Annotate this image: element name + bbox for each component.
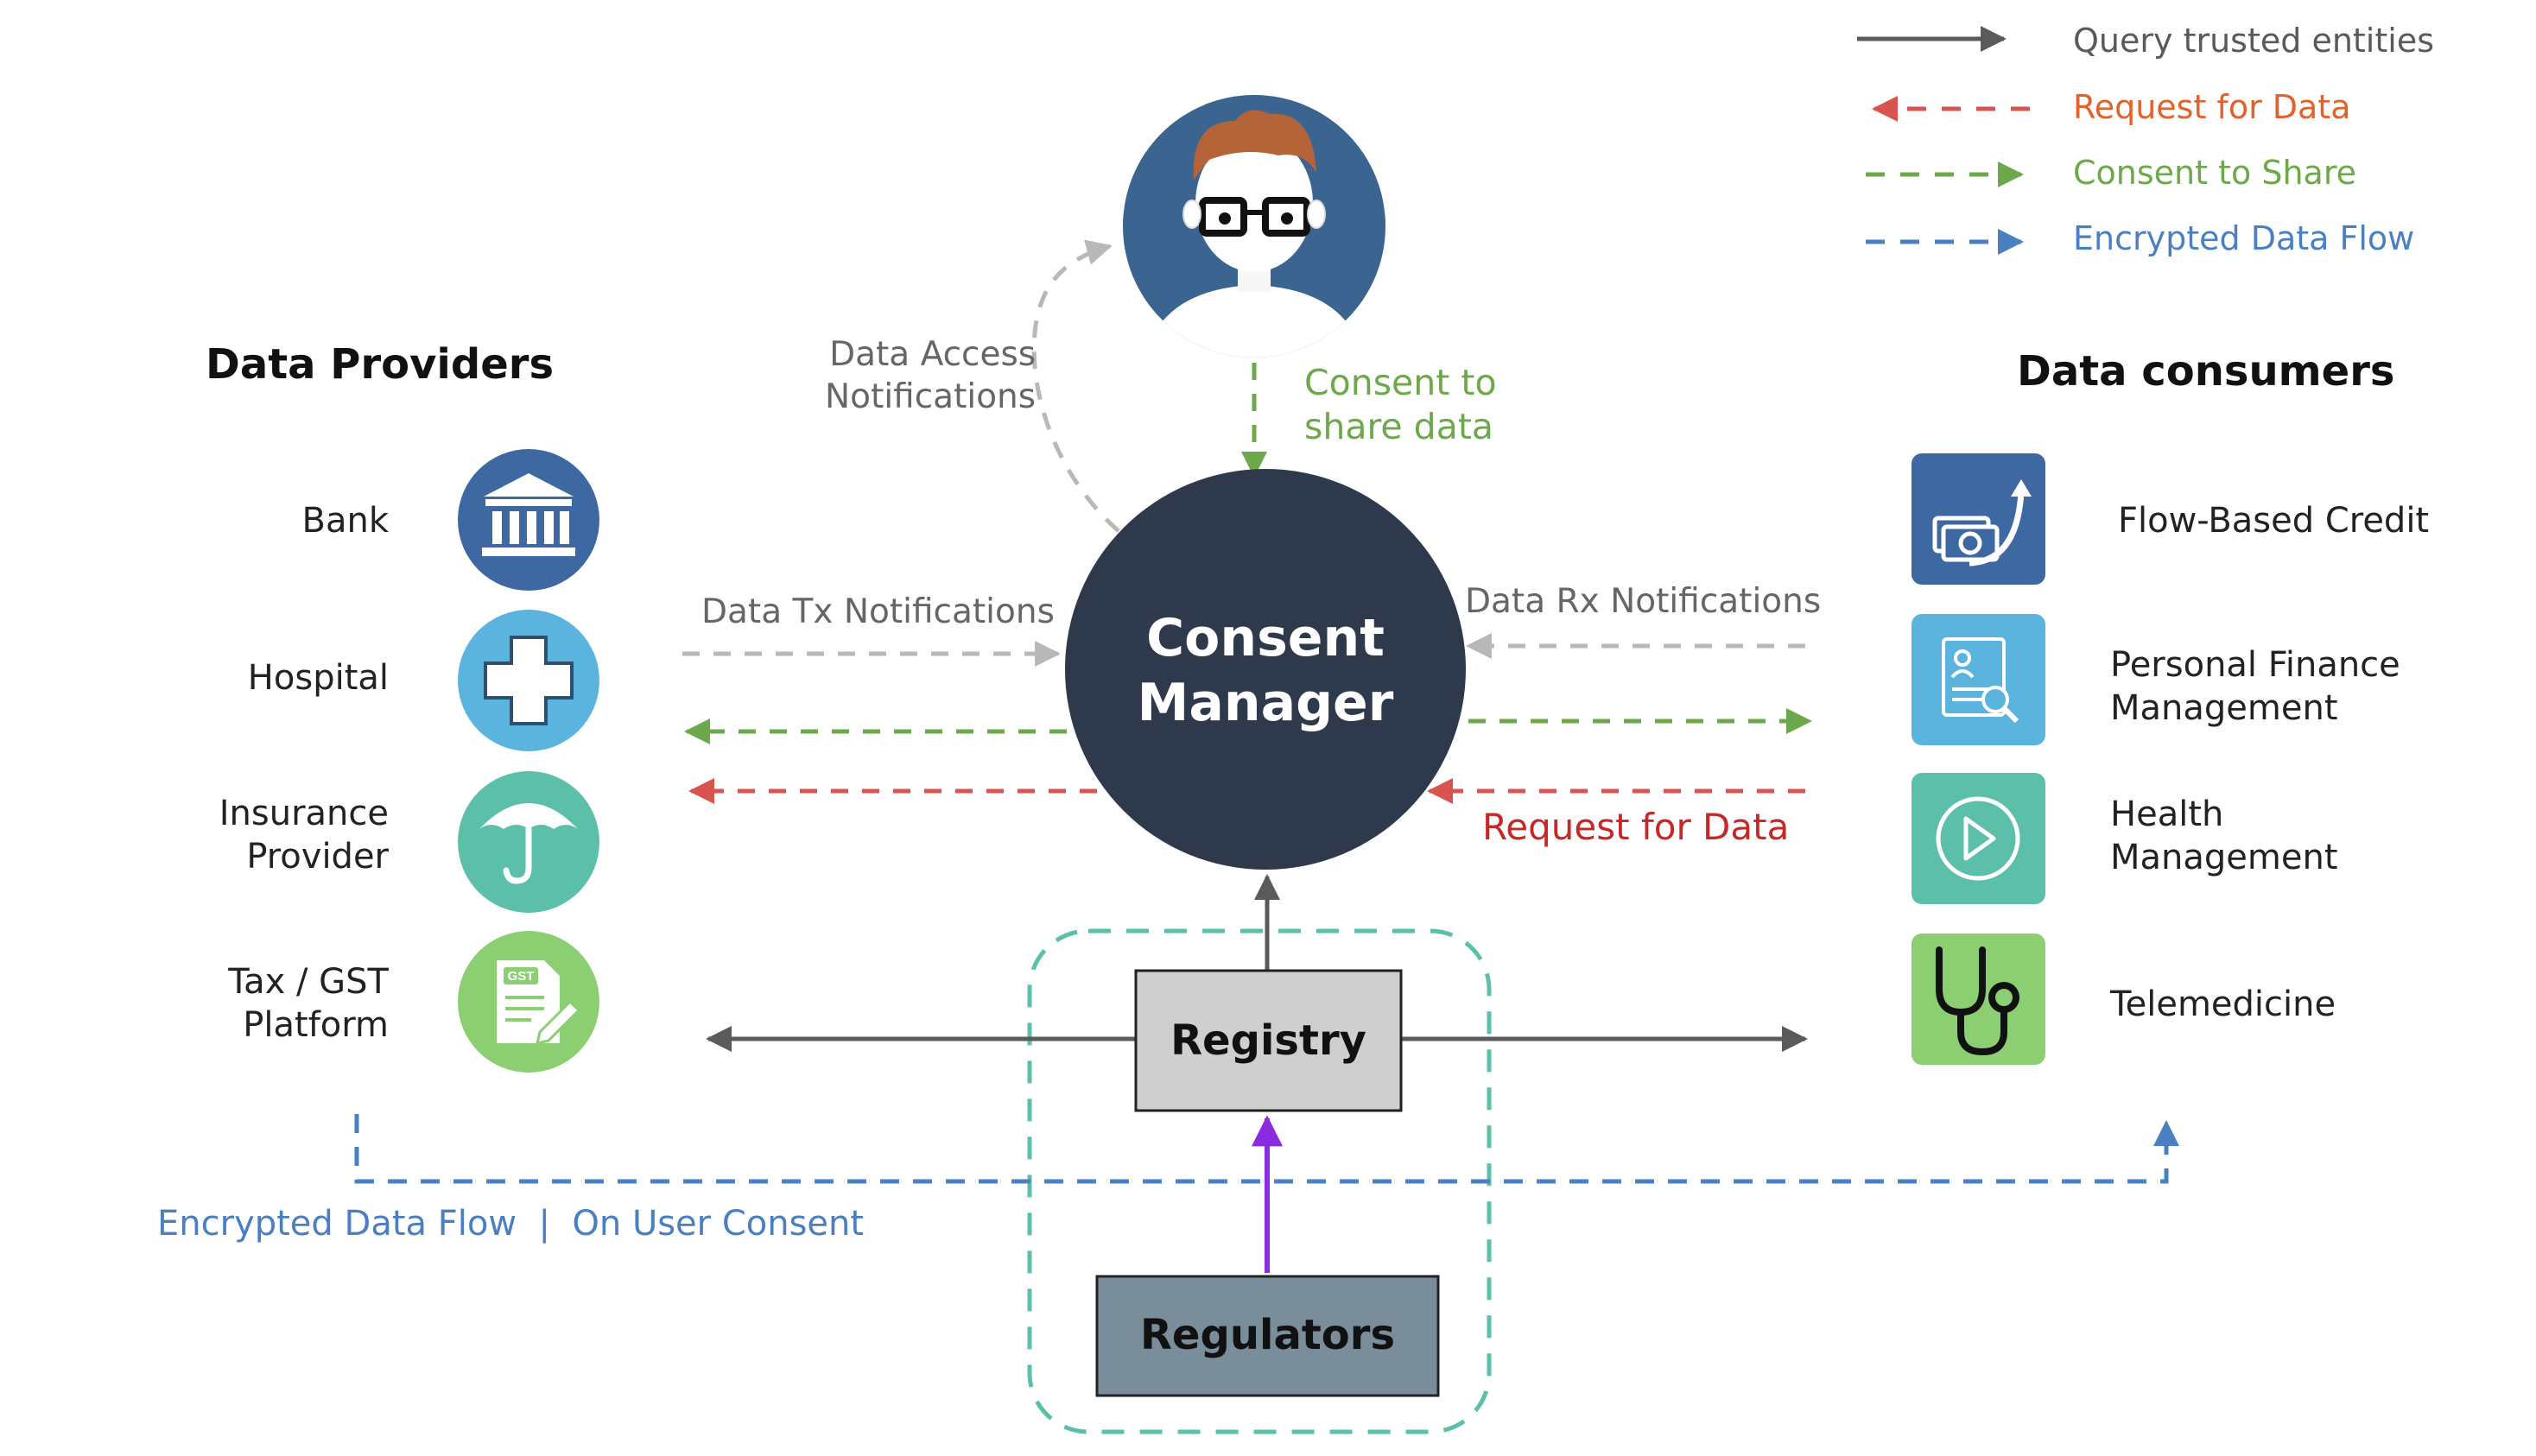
legend-label-consent: Consent to Share xyxy=(2073,154,2356,192)
data-access-label: Data Access Notifications xyxy=(825,335,1037,416)
consumer-label-credit: Flow-Based Credit xyxy=(2118,501,2430,541)
gst-document-icon: GST xyxy=(497,960,581,1046)
profile-search-icon xyxy=(1942,637,2019,724)
bank-icon xyxy=(482,473,575,556)
registry-label: Registry xyxy=(1170,1016,1366,1065)
legend-label-request: Request for Data xyxy=(2073,88,2351,126)
consumer-telemedicine xyxy=(1912,934,2045,1065)
umbrella-icon xyxy=(479,803,578,884)
play-icon xyxy=(1936,796,2020,881)
consumer-label-telemedicine: Telemedicine xyxy=(2110,984,2336,1024)
consumer-pfm xyxy=(1912,614,2045,745)
provider-hospital xyxy=(458,610,599,751)
regulators-box xyxy=(1095,1275,1440,1397)
data-access-notification-arrow xyxy=(1031,239,1120,533)
provider-insurance xyxy=(458,771,599,913)
money-growth-icon xyxy=(1932,479,2032,567)
provider-label-bank: Bank xyxy=(301,501,389,541)
provider-label-hospital: Hospital xyxy=(247,658,389,698)
consumer-label-pfm: Personal Finance Management xyxy=(2110,645,2400,728)
consent-manager-label: Consent Manager xyxy=(1137,608,1394,733)
user-avatar xyxy=(1123,95,1385,358)
data-tx-label: Data Tx Notifications xyxy=(701,592,1055,631)
stethoscope-icon xyxy=(1936,946,2019,1056)
registry-box xyxy=(1134,969,1403,1112)
encrypted-flow-label: Encrypted Data Flow | On User Consent xyxy=(157,1204,865,1244)
consent-share-label: Consent to share data xyxy=(1304,362,1497,448)
legend-label-query: Query trusted entities xyxy=(2073,22,2434,60)
provider-bank xyxy=(458,449,599,591)
data-providers-title: Data Providers xyxy=(206,340,555,389)
request-for-data-label: Request for Data xyxy=(1482,806,1790,848)
consumer-label-health: Health Management xyxy=(2110,794,2338,877)
provider-label-tax: Tax / GST Platform xyxy=(228,962,389,1045)
regulators-label: Regulators xyxy=(1139,1311,1396,1359)
svg-text:GST: GST xyxy=(508,969,535,984)
provider-tax: GST xyxy=(458,931,599,1073)
data-consumers-title: Data consumers xyxy=(2017,347,2395,396)
consumer-health xyxy=(1912,773,2045,904)
data-rx-label: Data Rx Notifications xyxy=(1465,582,1822,621)
medical-cross-icon xyxy=(484,636,574,725)
encrypted-flow-line xyxy=(354,1114,2179,1184)
legend-label-encrypted: Encrypted Data Flow xyxy=(2073,219,2415,257)
provider-label-insurance: Insurance Provider xyxy=(219,794,389,877)
consumer-credit xyxy=(1912,453,2045,585)
consent-manager-circle xyxy=(1065,469,1466,870)
